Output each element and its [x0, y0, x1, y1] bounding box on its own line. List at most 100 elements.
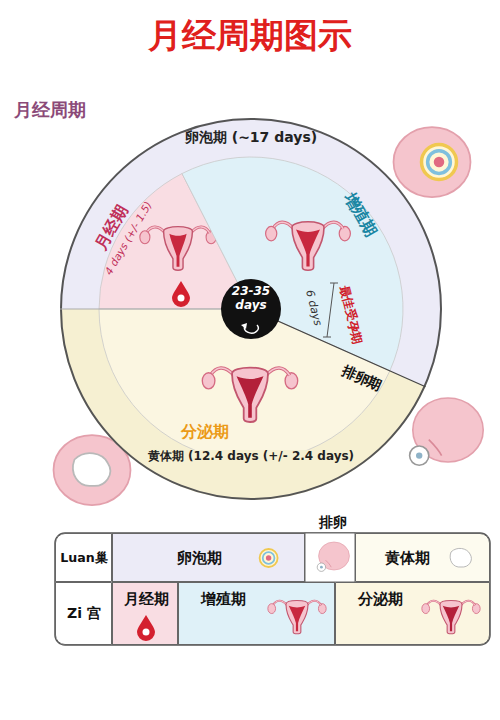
- ring-outline: [61, 119, 441, 499]
- phase-text: 黄体期 (12.4 days (+/- 2.4 days): [145, 450, 357, 464]
- follicle-outer: [422, 145, 457, 180]
- bracket-tick: [323, 337, 331, 338]
- ovary: [318, 604, 326, 614]
- diagram-title: 月经周期图示: [148, 16, 352, 55]
- cell-text: 黄体期: [385, 550, 430, 567]
- phase-text: 卵泡期 (~17 days): [185, 129, 317, 145]
- fallopian-tube-inner: [273, 601, 287, 606]
- fallopian-tube-inner: [210, 368, 233, 375]
- annotation-label: 排卵: [319, 514, 347, 530]
- cell-text: 分泌期: [358, 591, 403, 608]
- blood-drop: [172, 281, 190, 307]
- cell-text: Luan巢: [60, 551, 107, 565]
- uterus-body: [232, 368, 268, 422]
- blood-drop-shine: [178, 295, 185, 302]
- disc-fill: [221, 279, 281, 339]
- uterus-icon: [140, 227, 216, 271]
- fallopian-tube-inner: [273, 222, 294, 229]
- corpus-luteum: [73, 453, 110, 486]
- ovary: [472, 604, 480, 614]
- released-egg: [317, 563, 325, 571]
- drop-icon: [172, 281, 190, 307]
- annotation-label: 月经周期: [14, 100, 86, 121]
- fallopian-tube-inner: [307, 601, 321, 606]
- uterus-lining: [289, 606, 306, 631]
- cell-text: 卵泡期: [177, 550, 222, 567]
- blood-drop: [137, 615, 155, 641]
- cell-text: 增殖期: [201, 591, 246, 608]
- ovary: [268, 604, 276, 614]
- uterus-icon: [202, 368, 297, 422]
- cycle-length-disc: 23-35 days: [221, 279, 281, 339]
- fallopian-tube: [427, 601, 441, 606]
- follicle-icon: [260, 549, 278, 567]
- fallopian-tube: [307, 601, 321, 606]
- uterus-lining: [443, 606, 460, 631]
- fallopian-tube: [322, 222, 343, 229]
- fallopian-tube-inner: [266, 368, 289, 375]
- luteal-cell: 黄体期: [355, 533, 490, 582]
- row-header: Zi 宫: [55, 582, 112, 645]
- uterus-icon: [422, 600, 480, 633]
- egg-nucleus: [416, 452, 422, 458]
- secretory-cell: 分泌期: [335, 582, 490, 645]
- ovary: [422, 604, 430, 614]
- ovary: [394, 127, 471, 197]
- follicle-outer: [260, 549, 278, 567]
- fallopian-tube: [210, 368, 233, 375]
- fallopian-tube: [273, 222, 294, 229]
- ovary: [266, 226, 277, 240]
- drop-icon: [137, 615, 155, 641]
- uterus-body: [286, 600, 308, 633]
- fallopian-tube: [273, 601, 287, 606]
- rupture: [326, 560, 332, 567]
- oocyte: [266, 555, 271, 560]
- fallopian-tube-inner: [146, 227, 165, 233]
- uterus-body: [164, 227, 193, 271]
- follicle-icon: [394, 127, 471, 197]
- ovary: [339, 226, 350, 240]
- egg-nucleus: [320, 566, 323, 569]
- cycle-arrow-head: [241, 323, 247, 329]
- menses-cell: 月经期: [112, 582, 178, 645]
- follicle-mid: [428, 151, 451, 174]
- uterus-icon: [266, 222, 351, 270]
- ovary: [140, 231, 150, 244]
- fertile-window-bracket: [327, 283, 334, 337]
- rupture: [429, 440, 442, 456]
- row-header: Luan巢: [55, 533, 112, 582]
- ovulation-cell: [305, 533, 355, 582]
- fallopian-tube: [266, 368, 289, 375]
- uterus-body: [440, 600, 462, 633]
- follicle-mid: [263, 552, 275, 564]
- table-frame: [55, 533, 490, 645]
- uterus-body: [292, 222, 324, 270]
- fallopian-tube: [191, 227, 210, 233]
- cycle-arrow: [244, 325, 258, 333]
- ovaryEgg-icon: [410, 398, 484, 465]
- blob-icon: [450, 548, 471, 567]
- fallopian-tube-inner: [322, 222, 343, 229]
- cell-text: Zi 宫: [67, 605, 101, 621]
- follicular-cell: 卵泡期: [112, 533, 305, 582]
- fallopian-tube: [461, 601, 475, 606]
- blood-drop-shine: [143, 629, 150, 636]
- uterus-lining: [296, 230, 320, 267]
- fallopian-tube: [146, 227, 165, 233]
- uterus-lining: [169, 234, 186, 267]
- corpus-luteum: [450, 548, 471, 567]
- ovary: [202, 373, 215, 389]
- bracket-tick: [330, 283, 338, 284]
- ovaryEgg-icon: [317, 542, 349, 571]
- fallopian-tube-inner: [427, 601, 441, 606]
- fallopian-tube-inner: [191, 227, 210, 233]
- fallopian-tube-inner: [461, 601, 475, 606]
- released-egg: [410, 446, 429, 465]
- cell-text: 月经期: [124, 591, 169, 608]
- uterus-lining: [237, 376, 264, 417]
- phase-text: 分泌期: [181, 423, 229, 441]
- ovary: [285, 373, 298, 389]
- uterus-icon: [268, 600, 326, 633]
- cycle-ring: 卵泡期 (~17 days) 黄体期 (12.4 days (+/- 2.4 da…: [60, 118, 442, 500]
